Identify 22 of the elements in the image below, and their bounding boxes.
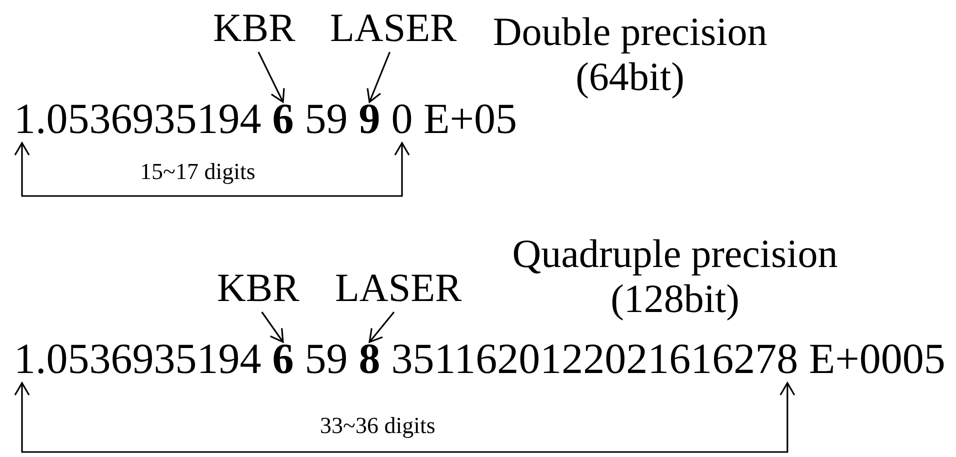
arrow [368, 312, 395, 343]
precision-heading: Double precision (64bit) [492, 10, 768, 100]
highlighted-digit: 9 [358, 98, 380, 141]
number-digits: 0 E+05 [391, 98, 518, 141]
dimension-label: 15~17 digits [140, 160, 256, 183]
highlighted-digit: 6 [272, 98, 294, 141]
highlighted-digit: 8 [358, 338, 380, 381]
number-digits: 1.0536935194 [14, 98, 262, 141]
arrow [261, 312, 284, 343]
arrow [366, 52, 390, 103]
callout-label: KBR [213, 8, 296, 48]
precision-heading: Quadruple precision (128bit) [511, 232, 839, 322]
number-digits: 59 [304, 338, 348, 381]
number-digits: 1.0536935194 [14, 338, 262, 381]
arrow [258, 52, 285, 103]
number-digits: 3511620122021616278 E+0005 [391, 338, 946, 381]
callout-label: LASER [335, 268, 462, 308]
number-digits: 59 [304, 98, 348, 141]
highlighted-digit: 6 [272, 338, 294, 381]
dimension-label: 33~36 digits [320, 414, 436, 437]
callout-label: KBR [217, 268, 300, 308]
callout-label: LASER [330, 8, 457, 48]
